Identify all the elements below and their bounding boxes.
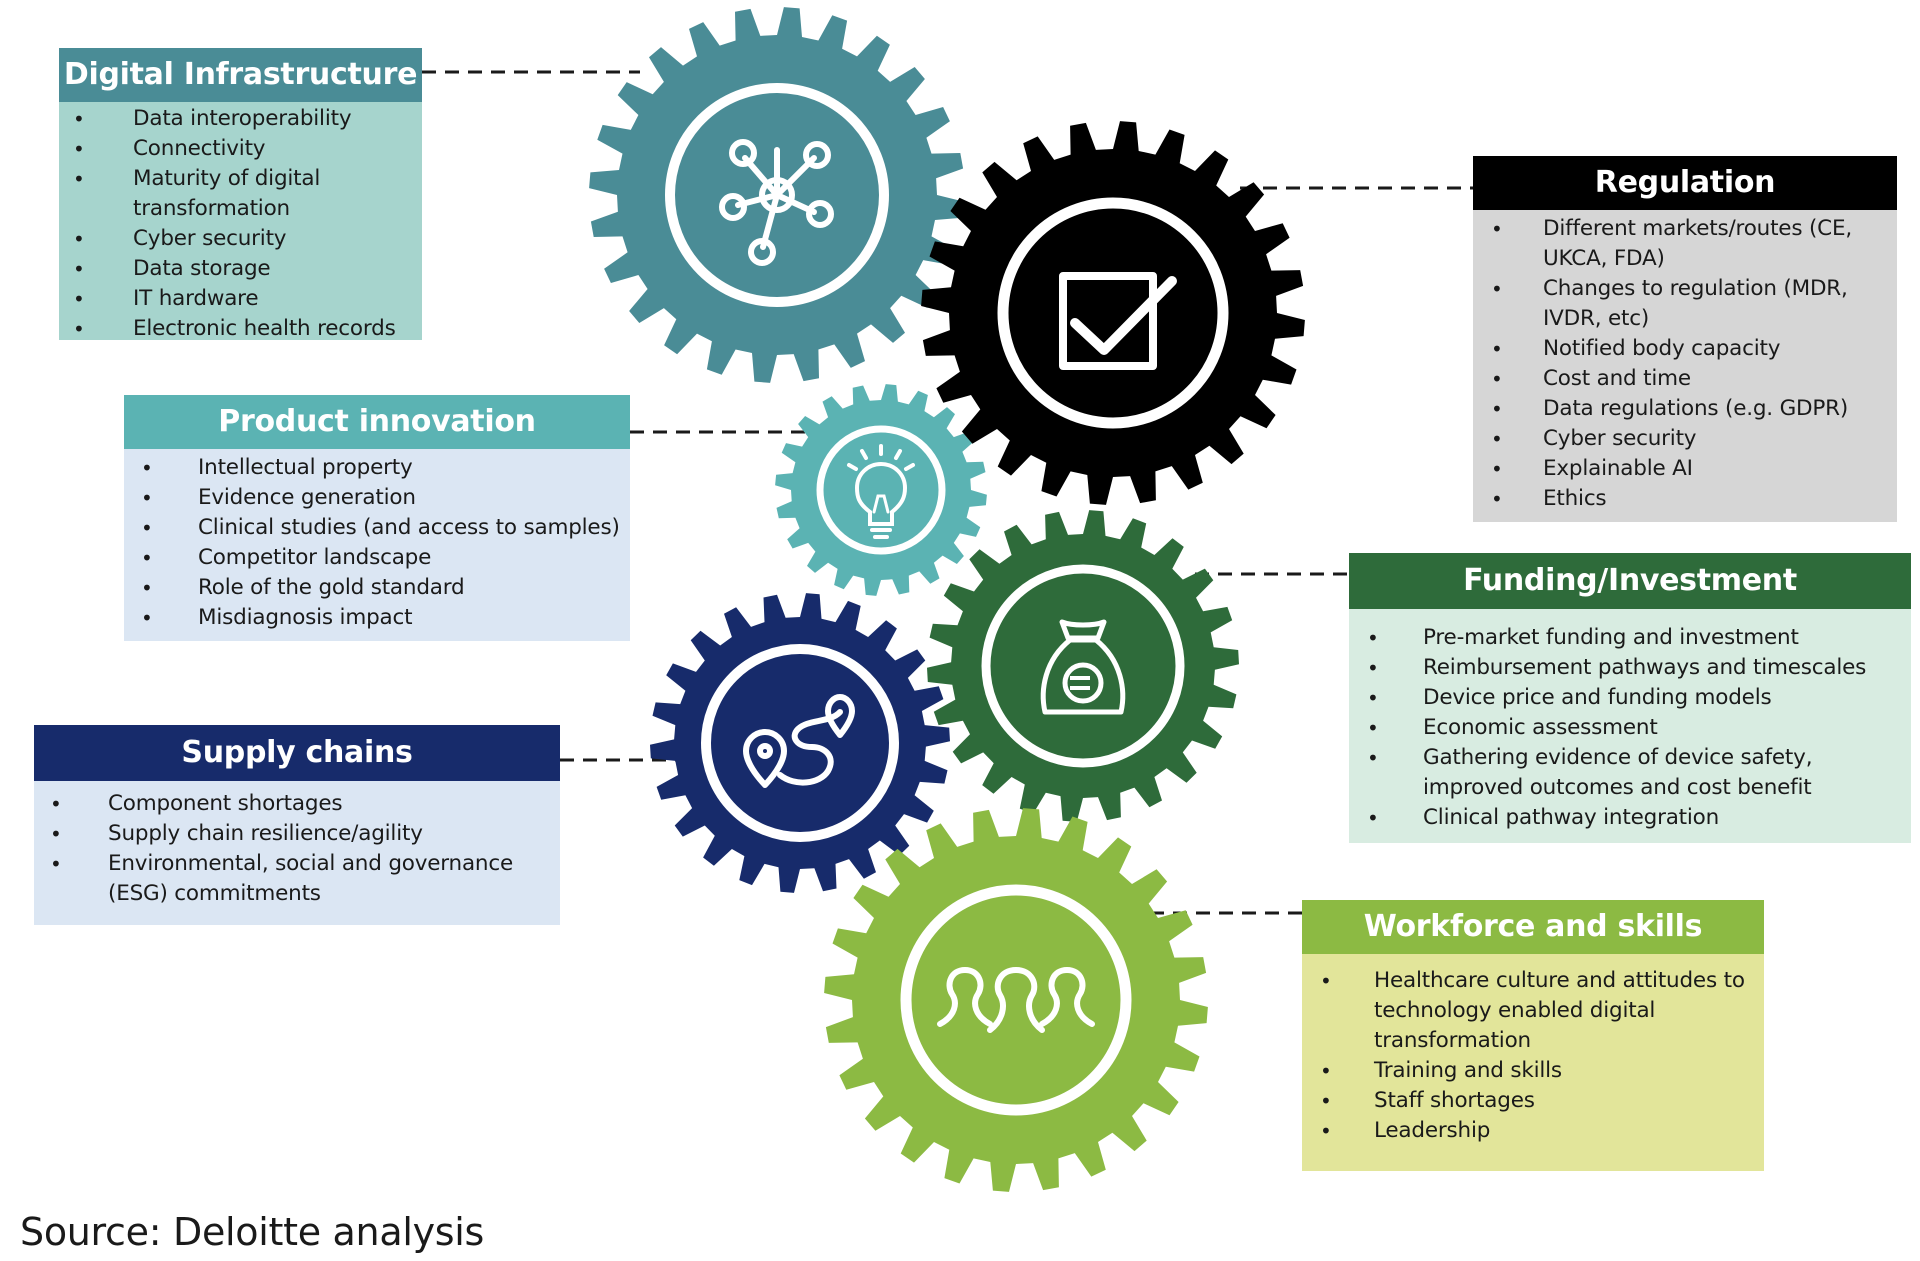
list-item: Changes to regulation (MDR, IVDR, etc) (1473, 274, 1897, 334)
funding-investment-list: Pre-market funding and investmentReimbur… (1349, 623, 1911, 833)
list-item: Staff shortages (1302, 1086, 1764, 1116)
list-item: Device price and funding models (1349, 683, 1911, 713)
list-item: Intellectual property (124, 453, 630, 483)
list-item: Connectivity (59, 134, 422, 164)
list-item: Component shortages (34, 789, 560, 819)
supply-chains-list: Component shortagesSupply chain resilien… (34, 789, 560, 909)
digital-infrastructure-list: Data interoperabilityConnectivityMaturit… (59, 104, 422, 344)
list-item: Cyber security (59, 224, 422, 254)
route-icon (743, 694, 855, 788)
list-item: Training and skills (1302, 1056, 1764, 1086)
gear-supply-ring (701, 644, 899, 842)
digital-infrastructure-title: Digital Infrastructure (59, 48, 422, 102)
list-item: Supply chain resilience/agility (34, 819, 560, 849)
gear-workforce-skills (824, 808, 1208, 1192)
gear-regulation-ring (997, 197, 1229, 429)
list-item: Ethics (1473, 484, 1897, 514)
workforce-skills-box: Workforce and skills Healthcare culture … (1302, 900, 1764, 1171)
product-innovation-title: Product innovation (124, 395, 630, 449)
list-item: Clinical pathway integration (1349, 803, 1911, 833)
regulation-box: Regulation Different markets/routes (CE,… (1473, 156, 1897, 522)
source-caption: Source: Deloitte analysis (20, 1210, 485, 1254)
list-item: Healthcare culture and attitudes to tech… (1302, 966, 1764, 1056)
list-item: Notified body capacity (1473, 334, 1897, 364)
list-item: IT hardware (59, 284, 422, 314)
list-item: Maturity of digital transformation (59, 164, 422, 224)
lightbulb-icon (847, 444, 915, 539)
gear-funding-ring (981, 564, 1185, 768)
list-item: Reimbursement pathways and timescales (1349, 653, 1911, 683)
money-bag-euro-icon (1040, 619, 1126, 715)
list-item: Role of the gold standard (124, 573, 630, 603)
funding-investment-title: Funding/Investment (1349, 553, 1911, 609)
list-item: Clinical studies (and access to samples) (124, 513, 630, 543)
digital-infrastructure-box: Digital Infrastructure Data interoperabi… (59, 48, 422, 344)
list-item: Environmental, social and governance (ES… (34, 849, 560, 909)
funding-investment-box: Funding/Investment Pre-market funding an… (1349, 553, 1911, 843)
workforce-skills-title: Workforce and skills (1302, 900, 1764, 954)
network-icon (719, 139, 834, 266)
list-item: Data storage (59, 254, 422, 284)
gear-workforce-ring (900, 884, 1132, 1116)
regulation-title: Regulation (1473, 156, 1897, 210)
list-item: Cost and time (1473, 364, 1897, 394)
product-innovation-list: Intellectual propertyEvidence generation… (124, 453, 630, 633)
people-icon (937, 967, 1095, 1033)
list-item: Misdiagnosis impact (124, 603, 630, 633)
list-item: Explainable AI (1473, 454, 1897, 484)
list-item: Competitor landscape (124, 543, 630, 573)
list-item: Pre-market funding and investment (1349, 623, 1911, 653)
list-item: Cyber security (1473, 424, 1897, 454)
supply-chains-title: Supply chains (34, 725, 560, 781)
gear-product-innovation (775, 384, 987, 596)
gear-regulation (921, 121, 1305, 505)
checkbox-icon (1059, 272, 1177, 370)
list-item: Data regulations (e.g. GDPR) (1473, 394, 1897, 424)
regulation-list: Different markets/routes (CE, UKCA, FDA)… (1473, 214, 1897, 514)
gear-digital-ring (665, 83, 889, 307)
list-item: Data interoperability (59, 104, 422, 134)
supply-chains-box: Supply chains Component shortagesSupply … (34, 725, 560, 925)
list-item: Evidence generation (124, 483, 630, 513)
list-item: Different markets/routes (CE, UKCA, FDA) (1473, 214, 1897, 274)
list-item: Gathering evidence of device safety, imp… (1349, 743, 1911, 803)
workforce-skills-list: Healthcare culture and attitudes to tech… (1302, 966, 1764, 1146)
gear-product-ring (816, 425, 946, 555)
product-innovation-box: Product innovation Intellectual property… (124, 395, 630, 641)
list-item: Economic assessment (1349, 713, 1911, 743)
list-item: Electronic health records (59, 314, 422, 344)
list-item: Leadership (1302, 1116, 1764, 1146)
